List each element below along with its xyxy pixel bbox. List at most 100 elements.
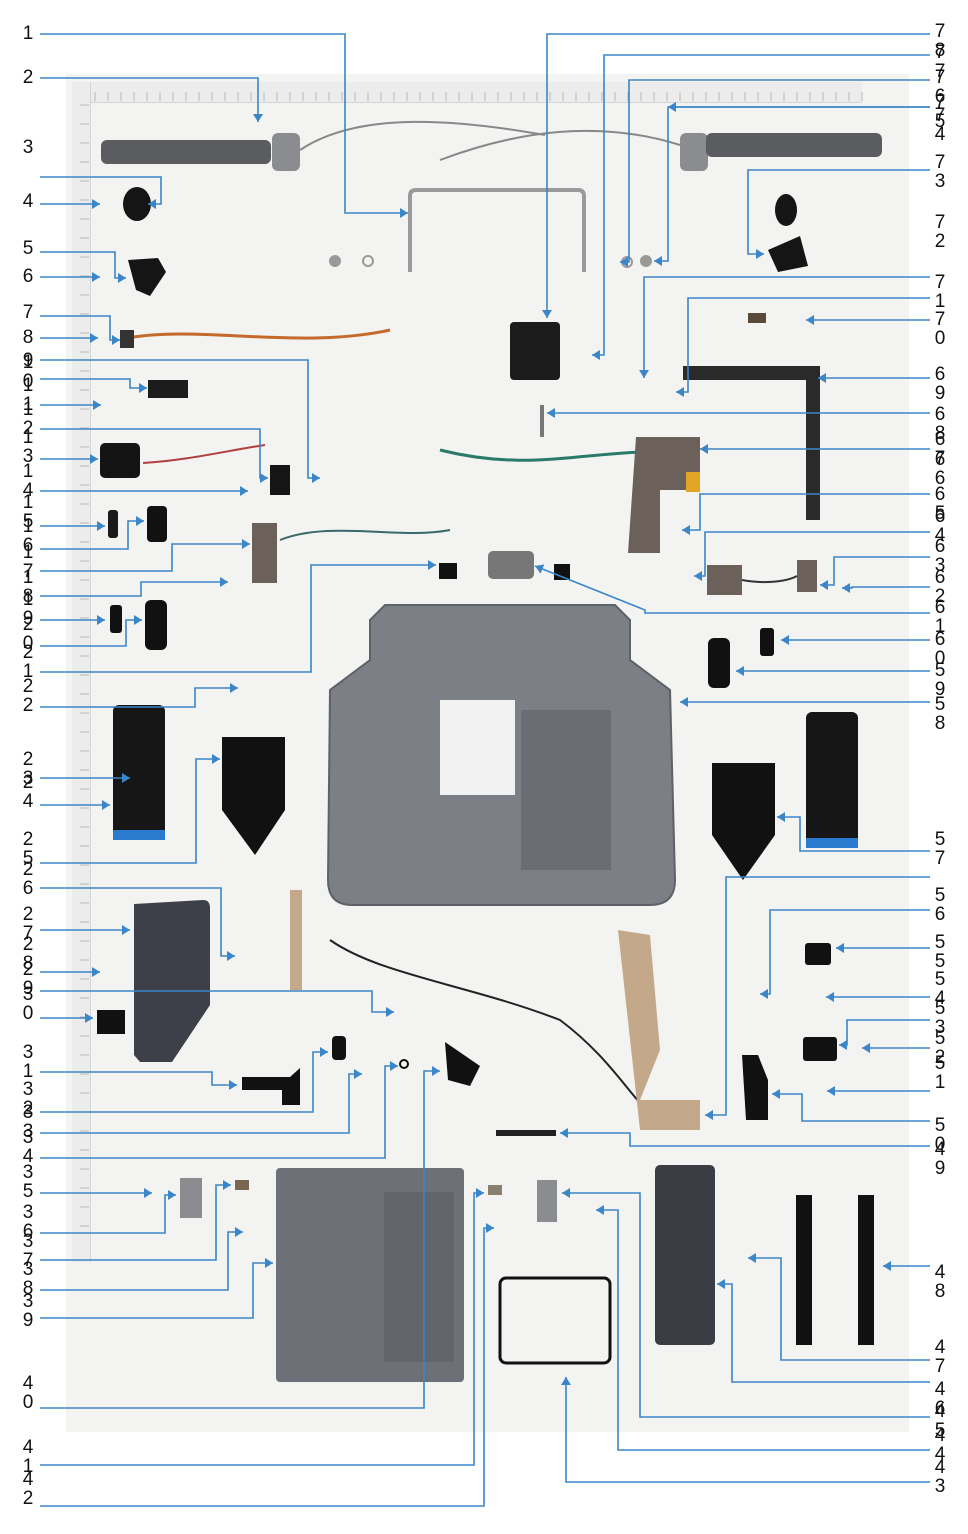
callout-label-15: 1 5 xyxy=(22,492,34,532)
leader-line-45 xyxy=(562,1192,930,1418)
arrowhead-icon xyxy=(542,310,552,318)
arrowhead-icon xyxy=(839,1040,847,1050)
leader-line-40 xyxy=(40,1070,440,1409)
callout-label-3: 3 xyxy=(22,137,34,158)
callout-label-48: 4 8 xyxy=(934,1262,946,1302)
leader-line-44 xyxy=(596,1209,930,1451)
callout-label-67: 6 7 xyxy=(934,429,946,469)
leader-line-31 xyxy=(40,1071,237,1086)
callout-label-42: 4 2 xyxy=(22,1469,34,1509)
callout-label-54: 5 4 xyxy=(934,969,946,1009)
small-connector xyxy=(748,313,766,323)
callout-label-76: 7 6 xyxy=(934,67,946,107)
gasket-ring xyxy=(498,1276,612,1365)
arrowhead-icon xyxy=(92,967,100,977)
callout-label-71: 7 1 xyxy=(934,272,946,312)
arrowhead-icon xyxy=(220,577,228,587)
callout-label-4: 4 xyxy=(22,191,34,212)
flex-strip xyxy=(290,890,302,990)
speaker xyxy=(100,443,140,478)
arrowhead-icon xyxy=(428,560,436,570)
grey-pad xyxy=(488,551,534,579)
leader-line-65 xyxy=(694,531,930,577)
arrowhead-icon xyxy=(97,521,105,531)
foam-pad xyxy=(439,563,457,579)
arrowhead-icon xyxy=(862,1043,870,1053)
leader-line-66 xyxy=(682,493,930,531)
callout-label-78: 7 8 xyxy=(934,21,946,61)
callout-label-60: 6 0 xyxy=(934,629,946,669)
washer xyxy=(640,255,652,267)
leader-line-2 xyxy=(40,77,259,122)
arrowhead-icon xyxy=(561,1377,571,1385)
arrowhead-icon xyxy=(781,635,789,645)
arrowhead-icon xyxy=(90,454,98,464)
leader-line-37 xyxy=(40,1184,231,1261)
leader-line-57 xyxy=(705,876,930,1116)
arrowhead-icon xyxy=(122,925,130,935)
arrowhead-icon xyxy=(240,486,248,496)
o-ring xyxy=(362,255,374,267)
sensor-board-small xyxy=(797,560,817,592)
callout-label-5: 5 xyxy=(22,238,34,259)
arrowhead-icon xyxy=(883,1261,891,1271)
switch-bracket xyxy=(270,465,290,495)
arrowhead-icon xyxy=(212,754,220,764)
arrowhead-icon xyxy=(592,350,600,360)
handle-bar xyxy=(408,188,586,272)
callout-label-35: 3 5 xyxy=(22,1162,34,1202)
callout-label-58: 5 8 xyxy=(934,694,946,734)
leader-line-72 xyxy=(643,276,930,378)
leader-line-22 xyxy=(40,687,238,708)
arrowhead-icon xyxy=(432,1066,440,1076)
callout-label-8: 8 xyxy=(22,327,34,348)
callout-label-75: 7 5 xyxy=(934,92,946,132)
callout-label-61: 6 1 xyxy=(934,597,946,637)
small-ring xyxy=(399,1059,409,1069)
callout-label-70: 7 0 xyxy=(934,309,946,349)
antenna-right-hinge xyxy=(680,133,708,171)
arrowhead-icon xyxy=(139,383,147,393)
wire xyxy=(279,529,451,541)
spring-roller xyxy=(488,1185,502,1195)
leader-line-77 xyxy=(592,54,930,356)
arrowhead-icon xyxy=(136,516,144,526)
arrowhead-icon xyxy=(826,992,834,1002)
knob-left-cover xyxy=(128,258,166,296)
callout-label-50: 5 0 xyxy=(934,1115,946,1155)
callout-label-23: 2 3 xyxy=(22,749,34,789)
callout-label-40: 4 0 xyxy=(22,1373,34,1413)
arrowhead-icon xyxy=(700,444,708,454)
arrowhead-icon xyxy=(386,1007,394,1017)
callout-label-20: 2 0 xyxy=(22,614,34,654)
arrowhead-icon xyxy=(772,1089,780,1099)
callout-label-14: 1 4 xyxy=(22,461,34,501)
arrowhead-icon xyxy=(102,800,110,810)
arrowhead-icon xyxy=(122,773,130,783)
coax-cable xyxy=(329,939,641,1104)
flex-cable xyxy=(683,366,820,520)
arrowhead-icon xyxy=(535,564,545,574)
arrowhead-icon xyxy=(680,697,688,707)
callout-label-2: 2 xyxy=(22,67,34,88)
leader-line-47 xyxy=(748,1257,930,1361)
arrowhead-icon xyxy=(223,1180,231,1190)
arrowhead-icon xyxy=(836,943,844,953)
callout-label-63: 6 3 xyxy=(934,536,946,576)
arrowhead-icon xyxy=(118,273,126,283)
callout-label-74: 7 4 xyxy=(934,105,946,145)
leader-line-29 xyxy=(40,990,394,1013)
leader-line-43 xyxy=(565,1377,930,1483)
clip-block-large xyxy=(803,1037,837,1061)
leader-line-58 xyxy=(777,816,930,852)
antenna-left xyxy=(101,140,271,164)
arrowhead-icon xyxy=(134,615,142,625)
callout-label-30: 3 0 xyxy=(22,984,34,1024)
leader-line-73 xyxy=(747,169,930,255)
clip-block xyxy=(805,943,831,965)
callout-label-56: 5 6 xyxy=(934,885,946,925)
callout-label-43: 4 3 xyxy=(934,1457,946,1497)
arrowhead-icon xyxy=(639,370,649,378)
